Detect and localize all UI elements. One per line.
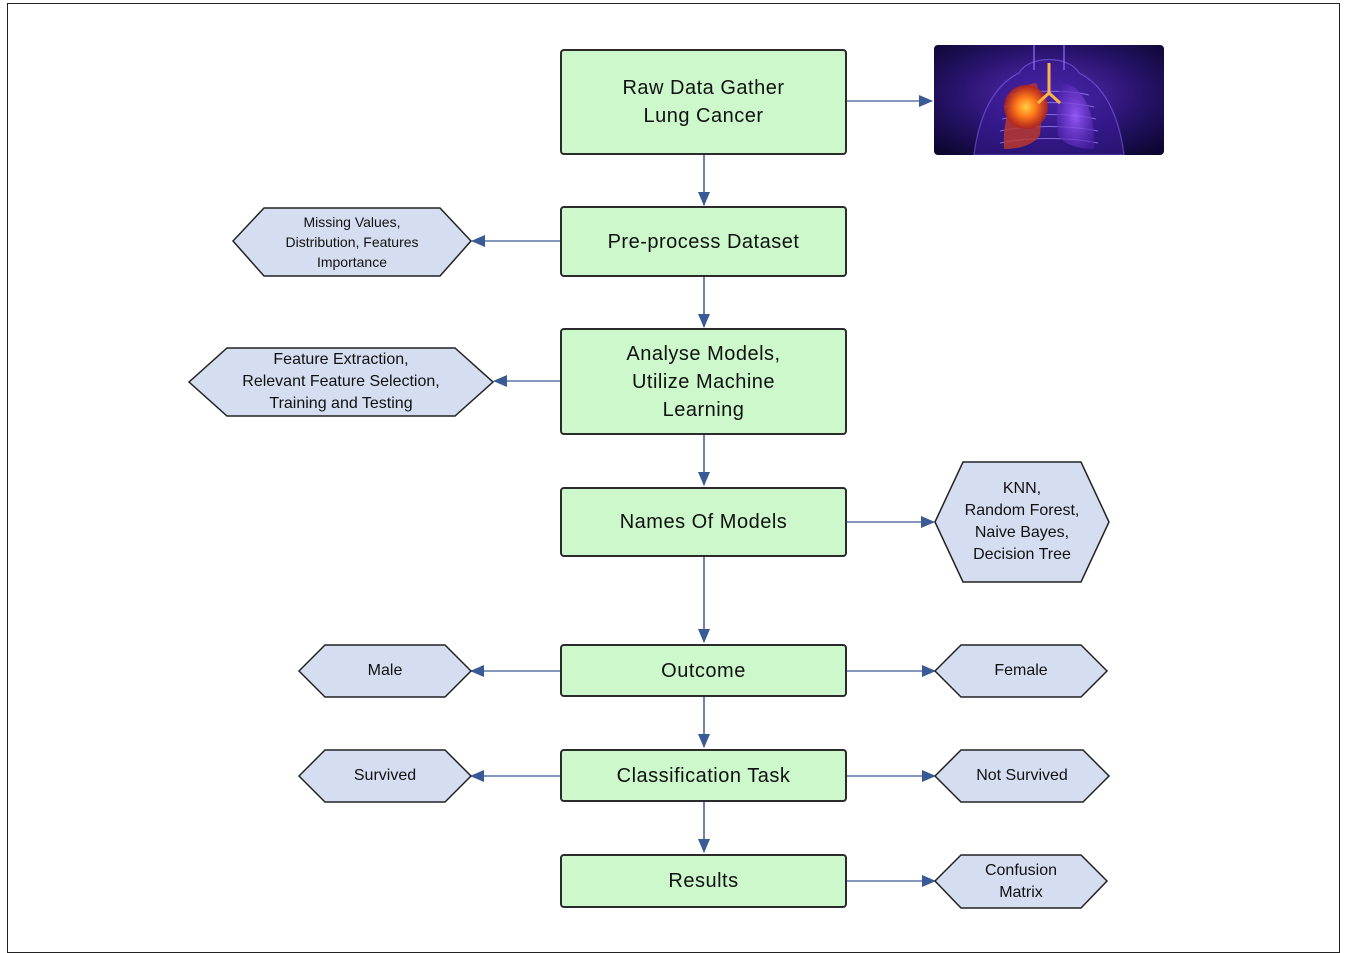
label-male: Male [367, 662, 403, 679]
label-survived: Survived [353, 767, 417, 784]
hex-analysis-details [187, 347, 495, 417]
label-preprocess-details: Missing Values, Distribution, Features I… [285, 214, 419, 270]
step-preprocess-dataset: Pre-process Dataset [560, 206, 847, 277]
hex-female [933, 644, 1109, 698]
hex-preprocess-details [231, 207, 473, 277]
step-outcome: Outcome [560, 644, 847, 697]
label-confusion-matrix: Confusion Matrix [984, 861, 1058, 901]
lung-cancer-illustration [934, 45, 1164, 155]
step-raw-data-gather: Raw Data Gather Lung Cancer [560, 49, 847, 155]
hex-not-survived [933, 749, 1111, 803]
hex-male [297, 644, 473, 698]
hex-model-names [934, 461, 1110, 583]
label-analysis-details: Feature Extraction, Relevant Feature Sel… [242, 351, 440, 412]
label-not-survived: Not Survived [976, 767, 1068, 784]
label-female: Female [994, 662, 1048, 679]
step-results: Results [560, 854, 847, 908]
step-names-of-models: Names Of Models [560, 487, 847, 557]
step-analyse-models: Analyse Models, Utilize Machine Learning [560, 328, 847, 435]
hex-confusion-matrix [933, 854, 1109, 909]
step-classification-task: Classification Task [560, 749, 847, 802]
lung-icon [934, 45, 1164, 155]
hex-survived [297, 749, 473, 803]
label-model-names: KNN, Random Forest, Naive Bayes, Decisio… [964, 480, 1080, 563]
